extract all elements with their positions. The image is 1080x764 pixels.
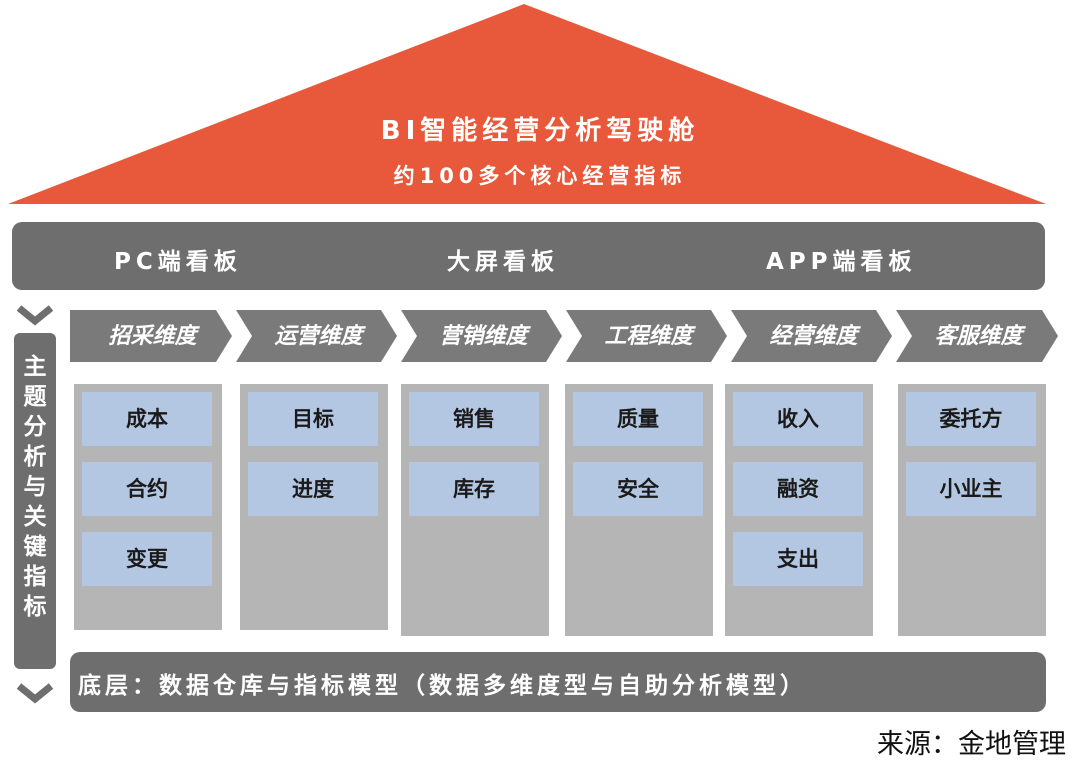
indicator-tile: 小业主: [906, 462, 1036, 516]
indicator-tile: 进度: [248, 462, 378, 516]
board-bar: [12, 222, 1045, 290]
roof-banner: [8, 4, 1046, 204]
dimension-arrow-6: [896, 310, 1058, 362]
roof-title: BI智能经营分析驾驶舱: [380, 116, 700, 146]
indicator-tile: 安全: [573, 462, 703, 516]
dimension-arrow-5: [731, 310, 892, 362]
indicator-tile: 委托方: [906, 392, 1036, 446]
board-label-app: APP端看板: [766, 249, 917, 275]
board-label-screen: 大屏看板: [447, 249, 559, 275]
indicator-tile: 收入: [733, 392, 863, 446]
board-label-pc: PC端看板: [114, 249, 242, 275]
indicator-tile: 质量: [573, 392, 703, 446]
dimension-label: 招采维度: [108, 324, 197, 349]
roof-subtitle: 约100多个核心经营指标: [393, 164, 687, 188]
dimension-label: 运营维度: [274, 324, 363, 349]
dimension-label: 营销维度: [439, 324, 528, 349]
indicator-tile: 库存: [409, 462, 539, 516]
dimension-label: 工程维度: [604, 324, 693, 349]
base-bar: [70, 652, 1046, 712]
indicator-tile: 目标: [248, 392, 378, 446]
indicator-tile: 合约: [82, 462, 212, 516]
base-label: 底层：数据仓库与指标模型（数据多维度型与自助分析模型）: [78, 673, 807, 699]
dimension-arrow-2: [236, 310, 397, 362]
roof-triangle: [8, 4, 1046, 204]
indicator-tile: 支出: [733, 532, 863, 586]
side-bar: [14, 333, 56, 669]
side-label: 主题分析与关键指标: [23, 354, 47, 620]
indicator-tile: 融资: [733, 462, 863, 516]
dimension-label: 客服维度: [934, 324, 1023, 349]
dimension-arrow-1: [70, 310, 232, 362]
indicator-tile: 销售: [409, 392, 539, 446]
chevron-down-icon: [16, 683, 54, 704]
dimension-label: 经营维度: [769, 324, 858, 349]
indicator-tile: 变更: [82, 532, 212, 586]
source-caption: 来源：金地管理: [877, 729, 1066, 760]
dimension-arrow-4: [566, 310, 727, 362]
dimension-arrow-3: [401, 310, 562, 362]
indicator-tile: 成本: [82, 392, 212, 446]
chevron-down-icon: [16, 305, 54, 326]
